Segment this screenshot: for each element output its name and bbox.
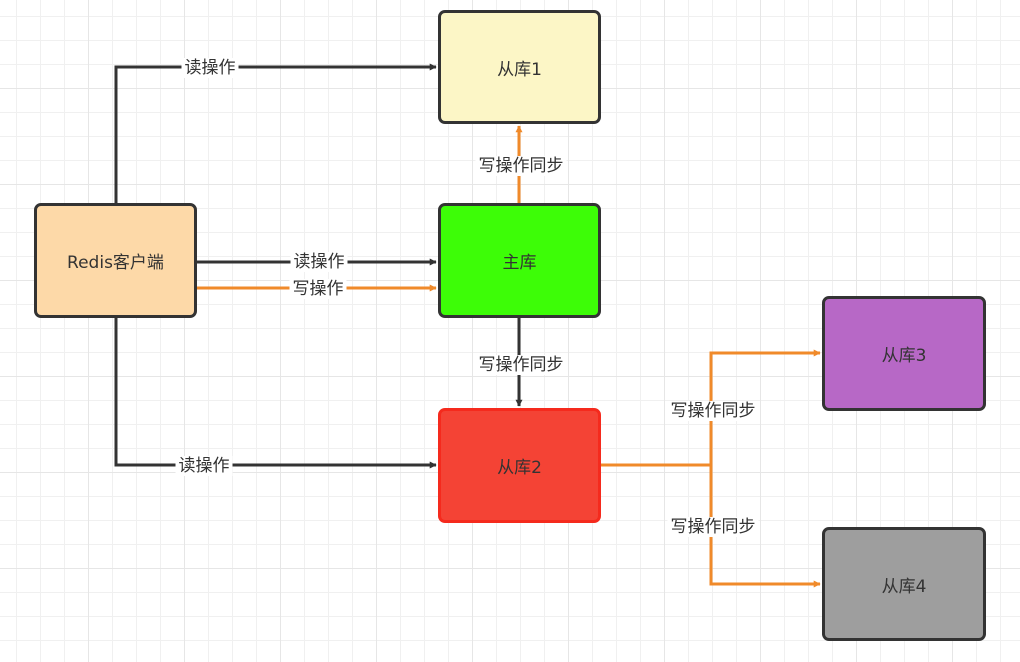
node-slave2[interactable]: 从库2 [438,408,601,523]
edge-label-slave2-slave3: 写操作同步 [667,401,759,421]
edge-label-client-master-read: 读操作 [290,252,348,272]
node-slave3[interactable]: 从库3 [822,296,986,411]
edge-label-client-slave2: 读操作 [175,456,233,476]
node-slave3-label: 从库3 [881,346,927,366]
edge-label-client-slave1: 读操作 [181,58,239,78]
node-slave1[interactable]: 从库1 [438,10,601,124]
edge-slave2-slave4 [709,465,821,588]
node-master[interactable]: 主库 [438,203,601,318]
edge-client-slave1 [114,63,437,204]
node-slave2-label: 从库2 [497,458,542,478]
node-master-label: 主库 [502,253,537,273]
edge-label-slave2-slave4: 写操作同步 [667,517,759,537]
edge-client-slave2 [114,317,437,469]
edge-label-master-slave2: 写操作同步 [475,355,567,375]
node-client[interactable]: Redis客户端 [34,203,197,318]
node-slave1-label: 从库1 [497,59,542,80]
node-slave4-label: 从库4 [881,576,927,597]
edge-label-master-slave1: 写操作同步 [475,156,567,176]
node-client-label: Redis客户端 [67,253,164,273]
node-slave4[interactable]: 从库4 [822,527,986,641]
edge-label-client-master-write: 写操作 [289,279,347,299]
